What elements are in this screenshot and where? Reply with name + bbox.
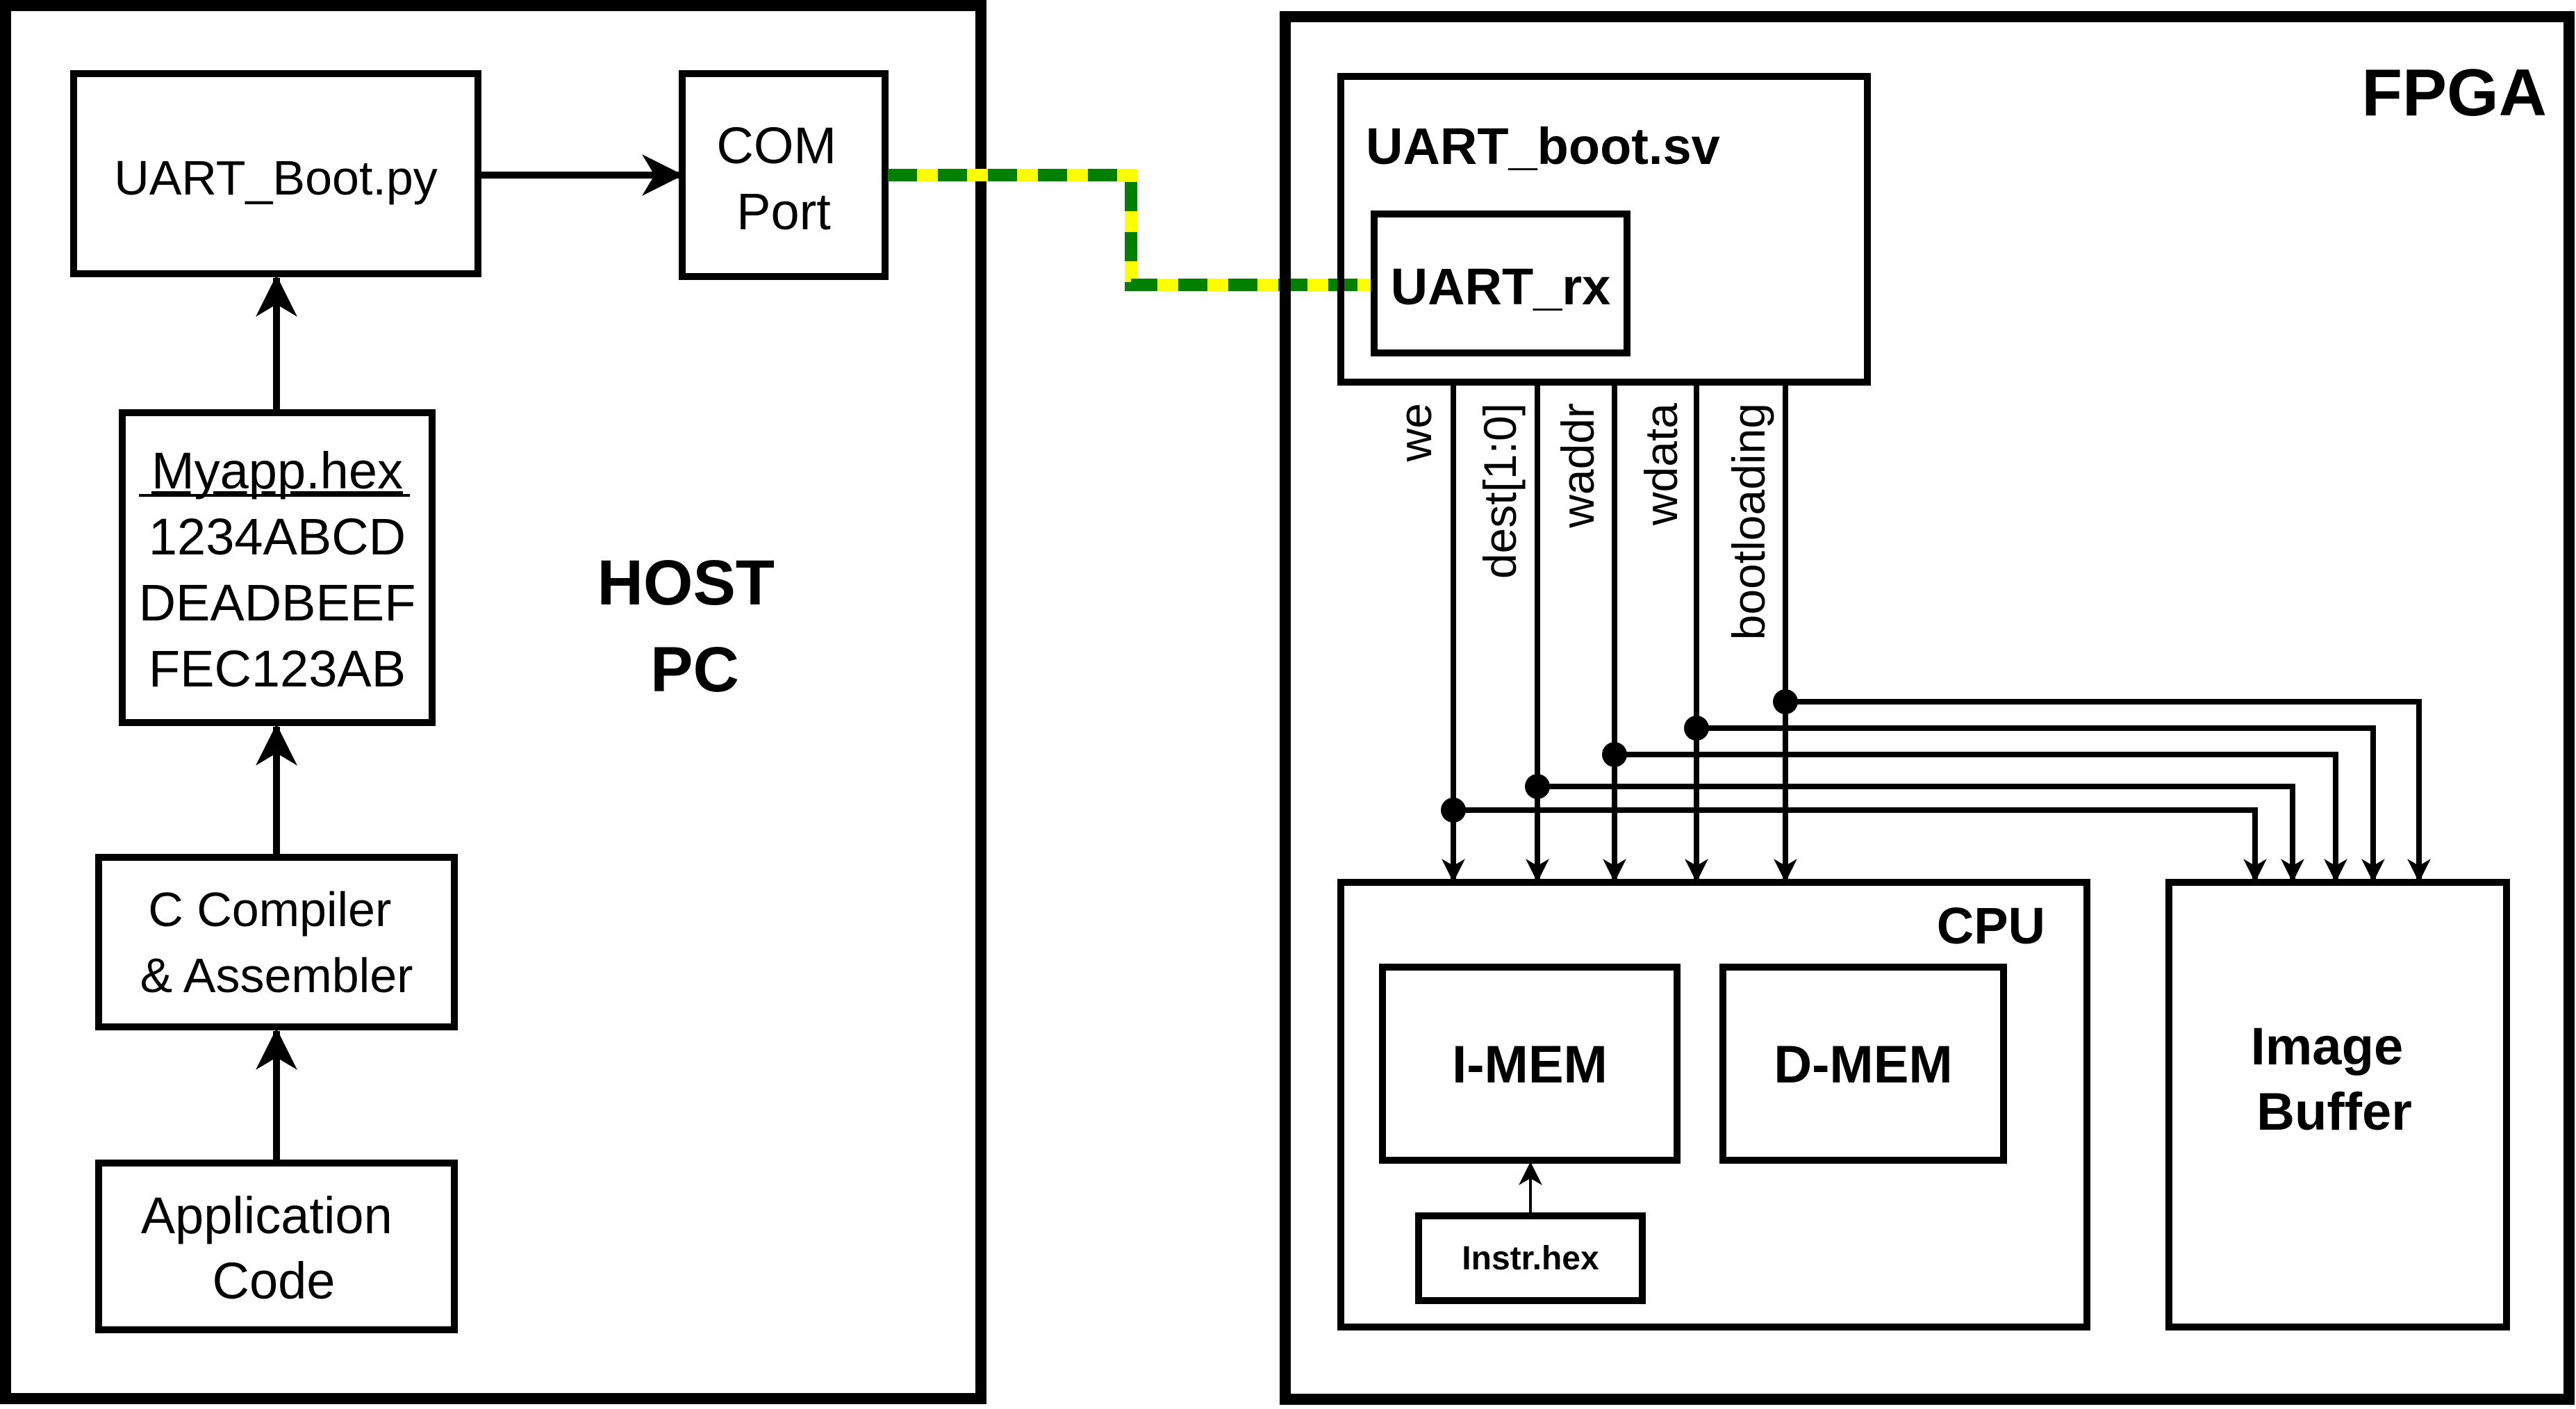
myapp-hex-line-1: 1234ABCD	[149, 508, 406, 566]
compiler-label: C Compiler & Assembler	[140, 882, 413, 1003]
app-code-box	[95, 1160, 458, 1333]
myapp-hex-box	[119, 409, 436, 726]
cpu-box	[1337, 879, 2090, 1330]
uart-boot-py-label: UART_Boot.py	[114, 151, 438, 205]
imem-label: I-MEM	[1452, 1035, 1608, 1094]
dmem-label: D-MEM	[1774, 1035, 1953, 1094]
compiler-box	[95, 854, 458, 1030]
fpga-title: FPGA	[2361, 56, 2547, 130]
myapp-hex-title: Myapp.hex	[151, 442, 403, 500]
serial-link-dashes	[888, 169, 1374, 291]
junction-we	[1441, 798, 1466, 823]
branch-dest	[1537, 784, 2304, 882]
com-port-box	[679, 70, 889, 280]
fpga-box	[1280, 11, 2575, 1405]
dmem-box	[1719, 964, 2007, 1164]
app-code-label: Application Code	[141, 1187, 407, 1310]
junction-dest	[1525, 774, 1550, 799]
signal-label-bootloading: bootloading	[1723, 403, 1774, 640]
image-buffer-box	[2165, 879, 2510, 1330]
branch-bootloading	[1785, 699, 2431, 882]
instr-hex-label: Instr.hex	[1462, 1240, 1599, 1277]
host-pc-title: HOST PC	[597, 547, 792, 705]
uart-boot-sv-label: UART_boot.sv	[1366, 117, 1720, 175]
myapp-hex-line-2: DEADBEEF	[139, 574, 416, 632]
instr-hex-box	[1415, 1212, 1646, 1304]
uart-rx-box	[1371, 211, 1630, 356]
uart-rx-label: UART_rx	[1391, 258, 1611, 315]
signal-label-dest: dest[1:0]	[1474, 403, 1526, 579]
imem-box	[1379, 964, 1681, 1164]
branch-waddr	[1615, 752, 2347, 882]
uart-boot-py-box	[70, 70, 481, 277]
signal-label-we: we	[1389, 403, 1441, 462]
image-buffer-label: Image Buffer	[2251, 1017, 2418, 1142]
branch-we	[1453, 807, 2267, 882]
junction-waddr	[1602, 742, 1627, 767]
junction-bootloading	[1773, 689, 1798, 714]
uart-boot-sv-box	[1337, 73, 1871, 386]
signal-label-waddr: waddr	[1552, 403, 1603, 529]
myapp-hex-line-3: FEC123AB	[149, 640, 406, 698]
host-pc-box	[0, 0, 986, 1404]
junction-wdata	[1684, 716, 1709, 741]
com-port-label: COM Port	[716, 117, 850, 240]
signal-label-wdata: wdata	[1635, 403, 1687, 526]
branch-wdata	[1696, 725, 2385, 882]
cpu-label: CPU	[1937, 897, 2045, 955]
